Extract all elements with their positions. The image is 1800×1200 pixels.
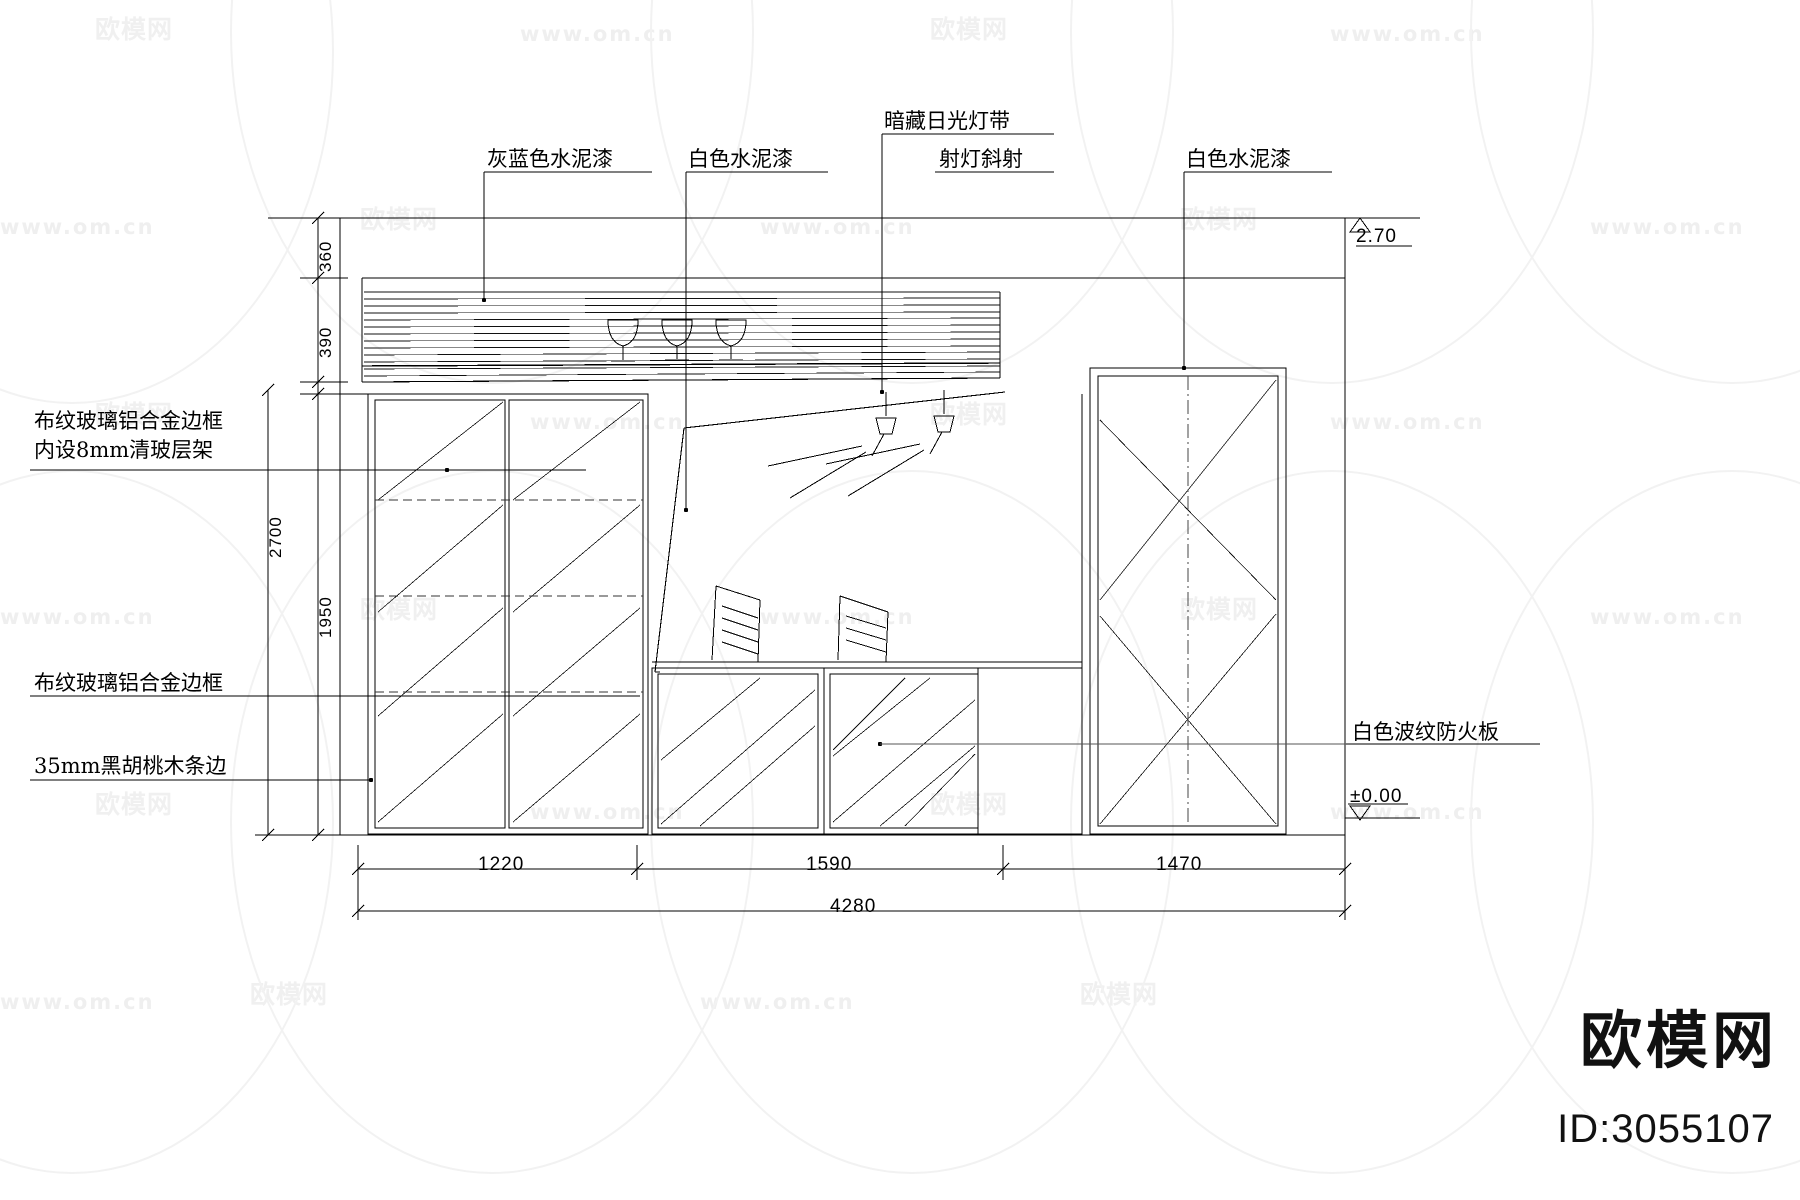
watermark-url: www.om.cn xyxy=(520,22,675,46)
watermark-logo: 欧模网 xyxy=(930,790,1009,819)
watermark-logo: 欧模网 xyxy=(250,980,329,1009)
watermark-logo: 欧模网 xyxy=(930,15,1009,44)
vertical-dim-360: 360 xyxy=(316,240,335,272)
elevation-mark-top: 2.70 xyxy=(1356,226,1397,247)
label-angled-spotlight: 射灯斜射 xyxy=(939,147,1023,171)
watermark-logo: 欧模网 xyxy=(1180,595,1259,624)
watermark-url: www.om.cn xyxy=(530,800,685,824)
label-fabric-glass-alu-frame: 布纹玻璃铝合金边框 xyxy=(34,671,223,695)
watermark-url: www.om.cn xyxy=(1330,410,1485,434)
watermark-arc xyxy=(1470,0,1800,384)
horizontal-dim-1470: 1470 xyxy=(1156,854,1203,875)
watermark-arc xyxy=(1070,470,1594,1174)
brand-logo: 欧模网 xyxy=(1579,1004,1778,1077)
watermark-arc xyxy=(230,470,754,1174)
label-white-corrugated-fireproof-board: 白色波纹防火板 xyxy=(1352,720,1499,744)
vertical-dim-2700: 2700 xyxy=(266,516,285,558)
watermark-arc xyxy=(0,0,334,404)
watermark-url: www.om.cn xyxy=(0,605,155,629)
label-concealed-fluorescent-strip: 暗藏日光灯带 xyxy=(884,109,1010,133)
elevation-mark-floor: ±0.00 xyxy=(1350,786,1403,807)
label-black-walnut-trim: 35mm黑胡桃木条边 xyxy=(34,754,227,778)
watermark-url: www.om.cn xyxy=(760,215,915,239)
horizontal-dim-1590: 1590 xyxy=(806,854,853,875)
watermark-url: www.om.cn xyxy=(1590,605,1745,629)
label-fabric-glass-alu-frame-shelf-line2: 内设8mm清玻层架 xyxy=(34,438,214,462)
watermark-logo: 欧模网 xyxy=(95,790,174,819)
watermark-logo: 欧模网 xyxy=(360,205,439,234)
label-white-cement-paint-left: 白色水泥漆 xyxy=(688,147,793,171)
label-white-cement-paint-right: 白色水泥漆 xyxy=(1186,147,1291,171)
label-grey-blue-cement-paint: 灰蓝色水泥漆 xyxy=(487,147,613,171)
watermark-url: www.om.cn xyxy=(700,990,855,1014)
watermark-arc xyxy=(230,0,754,384)
horizontal-dim-1220: 1220 xyxy=(478,854,525,875)
watermark-arc xyxy=(650,0,1174,384)
watermark-url: www.om.cn xyxy=(0,215,155,239)
watermark-logo: 欧模网 xyxy=(360,595,439,624)
vertical-dim-1950: 1950 xyxy=(316,596,335,638)
horizontal-dim-4280-total: 4280 xyxy=(830,896,877,917)
watermark-url: www.om.cn xyxy=(530,410,685,434)
watermark-url: www.om.cn xyxy=(760,605,915,629)
watermark-arc xyxy=(0,470,334,1174)
watermark-arc xyxy=(650,470,1174,1174)
watermark-logo: 欧模网 xyxy=(1080,980,1159,1009)
watermark-logo: 欧模网 xyxy=(1180,205,1259,234)
watermark-url: www.om.cn xyxy=(0,990,155,1014)
model-id-label: ID:3055107 xyxy=(1557,1107,1774,1151)
watermark-arc xyxy=(1070,0,1594,384)
watermark-logo: 欧模网 xyxy=(95,15,174,44)
watermark-logo: 欧模网 xyxy=(930,400,1009,429)
vertical-dim-390: 390 xyxy=(316,326,335,358)
watermark-url: www.om.cn xyxy=(1590,215,1745,239)
watermark-url: www.om.cn xyxy=(1330,22,1485,46)
label-fabric-glass-alu-frame-shelf-line1: 布纹玻璃铝合金边框 xyxy=(34,409,223,433)
